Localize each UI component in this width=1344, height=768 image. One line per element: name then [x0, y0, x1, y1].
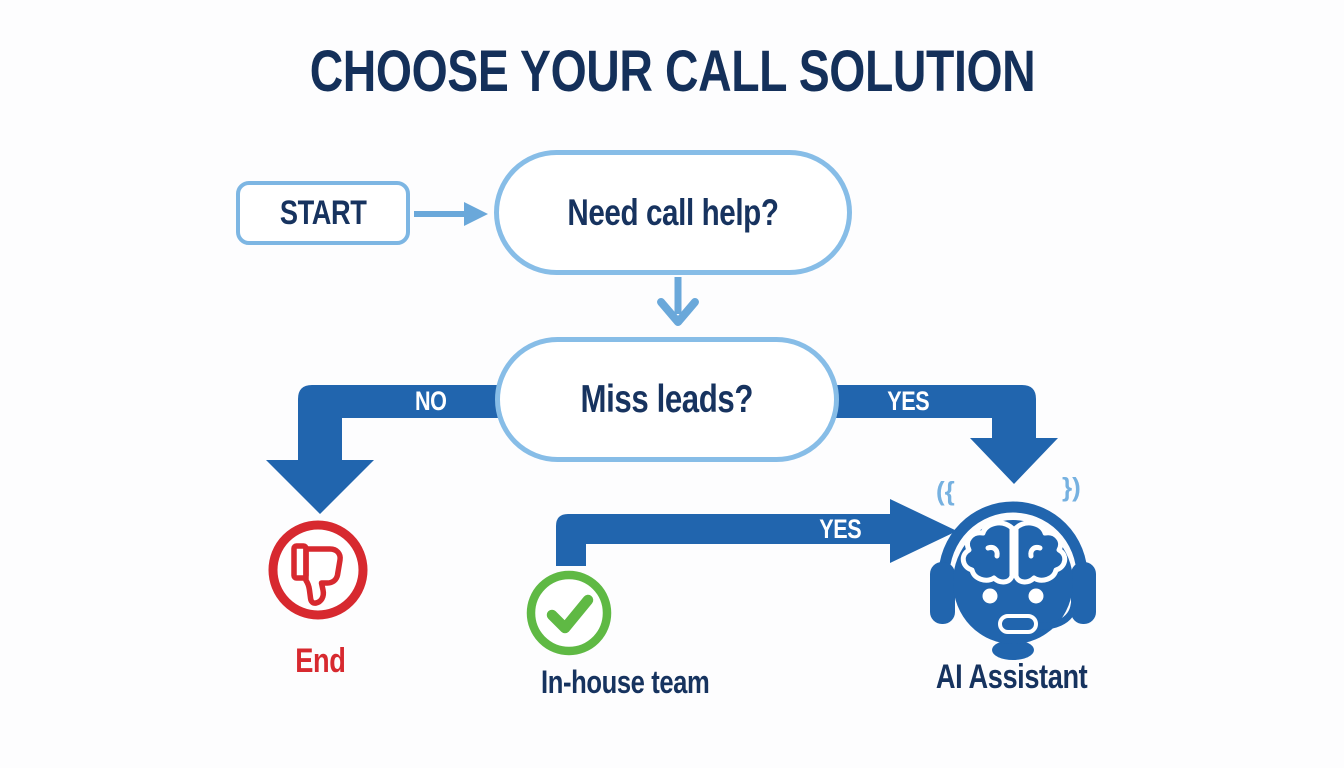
sound-wave-left-icon: ({: [936, 476, 955, 507]
thumbs-down-icon: [268, 520, 368, 620]
node-need-call-help-label: Need call help?: [567, 191, 779, 233]
node-start-label: START: [279, 193, 367, 232]
node-miss-leads: Miss leads?: [495, 337, 839, 462]
ai-assistant-icon: [930, 501, 1096, 660]
ai-caption: AI Assistant: [897, 658, 1127, 697]
edge-label-yes-right: YES: [880, 386, 937, 417]
arrow-q1-to-q2: [657, 277, 699, 326]
sound-wave-right-glyph: }): [1062, 472, 1081, 502]
arrow-start-to-q1: [414, 202, 488, 226]
node-miss-leads-label: Miss leads?: [580, 377, 754, 421]
edge-label-yes-mid-text: YES: [819, 514, 862, 544]
arrow-yes-mid-elbow: [556, 499, 957, 566]
page-title: CHOOSE YOUR CALL SOLUTION: [309, 39, 1035, 104]
edge-label-yes-mid: YES: [812, 514, 869, 544]
edge-label-no-text: NO: [414, 386, 447, 416]
check-circle-icon: [526, 570, 612, 656]
node-need-call-help: Need call help?: [494, 150, 852, 275]
inhouse-caption-text: In-house team: [540, 664, 710, 700]
sound-wave-left-glyph: ({: [936, 476, 955, 506]
end-caption: End: [255, 642, 385, 681]
edge-label-yes-right-text: YES: [887, 386, 930, 416]
arrow-yes-right-elbow: [825, 385, 1058, 484]
ai-caption-text: AI Assistant: [936, 658, 1088, 696]
sound-wave-right-icon: }): [1062, 472, 1081, 503]
arrow-no-elbow: [266, 385, 515, 514]
edge-label-no: NO: [403, 386, 458, 417]
inhouse-caption: In-house team: [505, 664, 745, 701]
end-caption-text: End: [294, 642, 346, 680]
node-start: START: [236, 181, 410, 245]
page-title-wrap: CHOOSE YOUR CALL SOLUTION: [0, 38, 1344, 105]
